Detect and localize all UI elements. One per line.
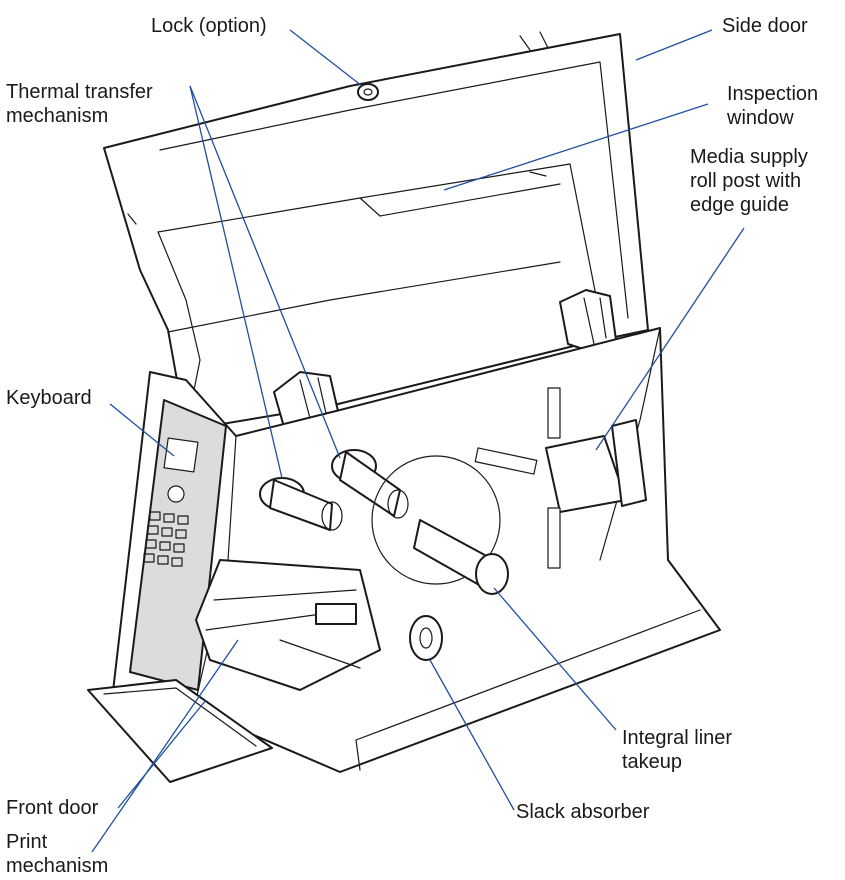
- print-mechanism-drawing: [195, 559, 381, 691]
- slack-absorber-drawing: [409, 615, 443, 661]
- ribbon-spindle-drawings: [259, 449, 409, 531]
- lock-drawing: [357, 83, 379, 101]
- label-front-door: Front door: [6, 797, 99, 819]
- leader-lines: [91, 29, 745, 853]
- label-media-supply: Media supply roll post with edge guide: [690, 146, 808, 216]
- label-thermal-transfer: Thermal transfer mechanism: [6, 81, 153, 127]
- label-integral-liner: Integral liner takeup: [622, 727, 733, 773]
- label-slack-absorber: Slack absorber: [516, 801, 650, 823]
- label-lock: Lock (option): [151, 15, 267, 37]
- media-supply-drawing: [474, 387, 647, 569]
- label-side-door: Side door: [722, 15, 808, 37]
- liner-takeup-drawing: [371, 455, 509, 595]
- side-door-drawing: [103, 31, 649, 431]
- label-inspection-window: Inspection window: [727, 83, 819, 129]
- label-print-mechanism: Print mechanism: [6, 831, 109, 877]
- label-keyboard: Keyboard: [6, 387, 92, 409]
